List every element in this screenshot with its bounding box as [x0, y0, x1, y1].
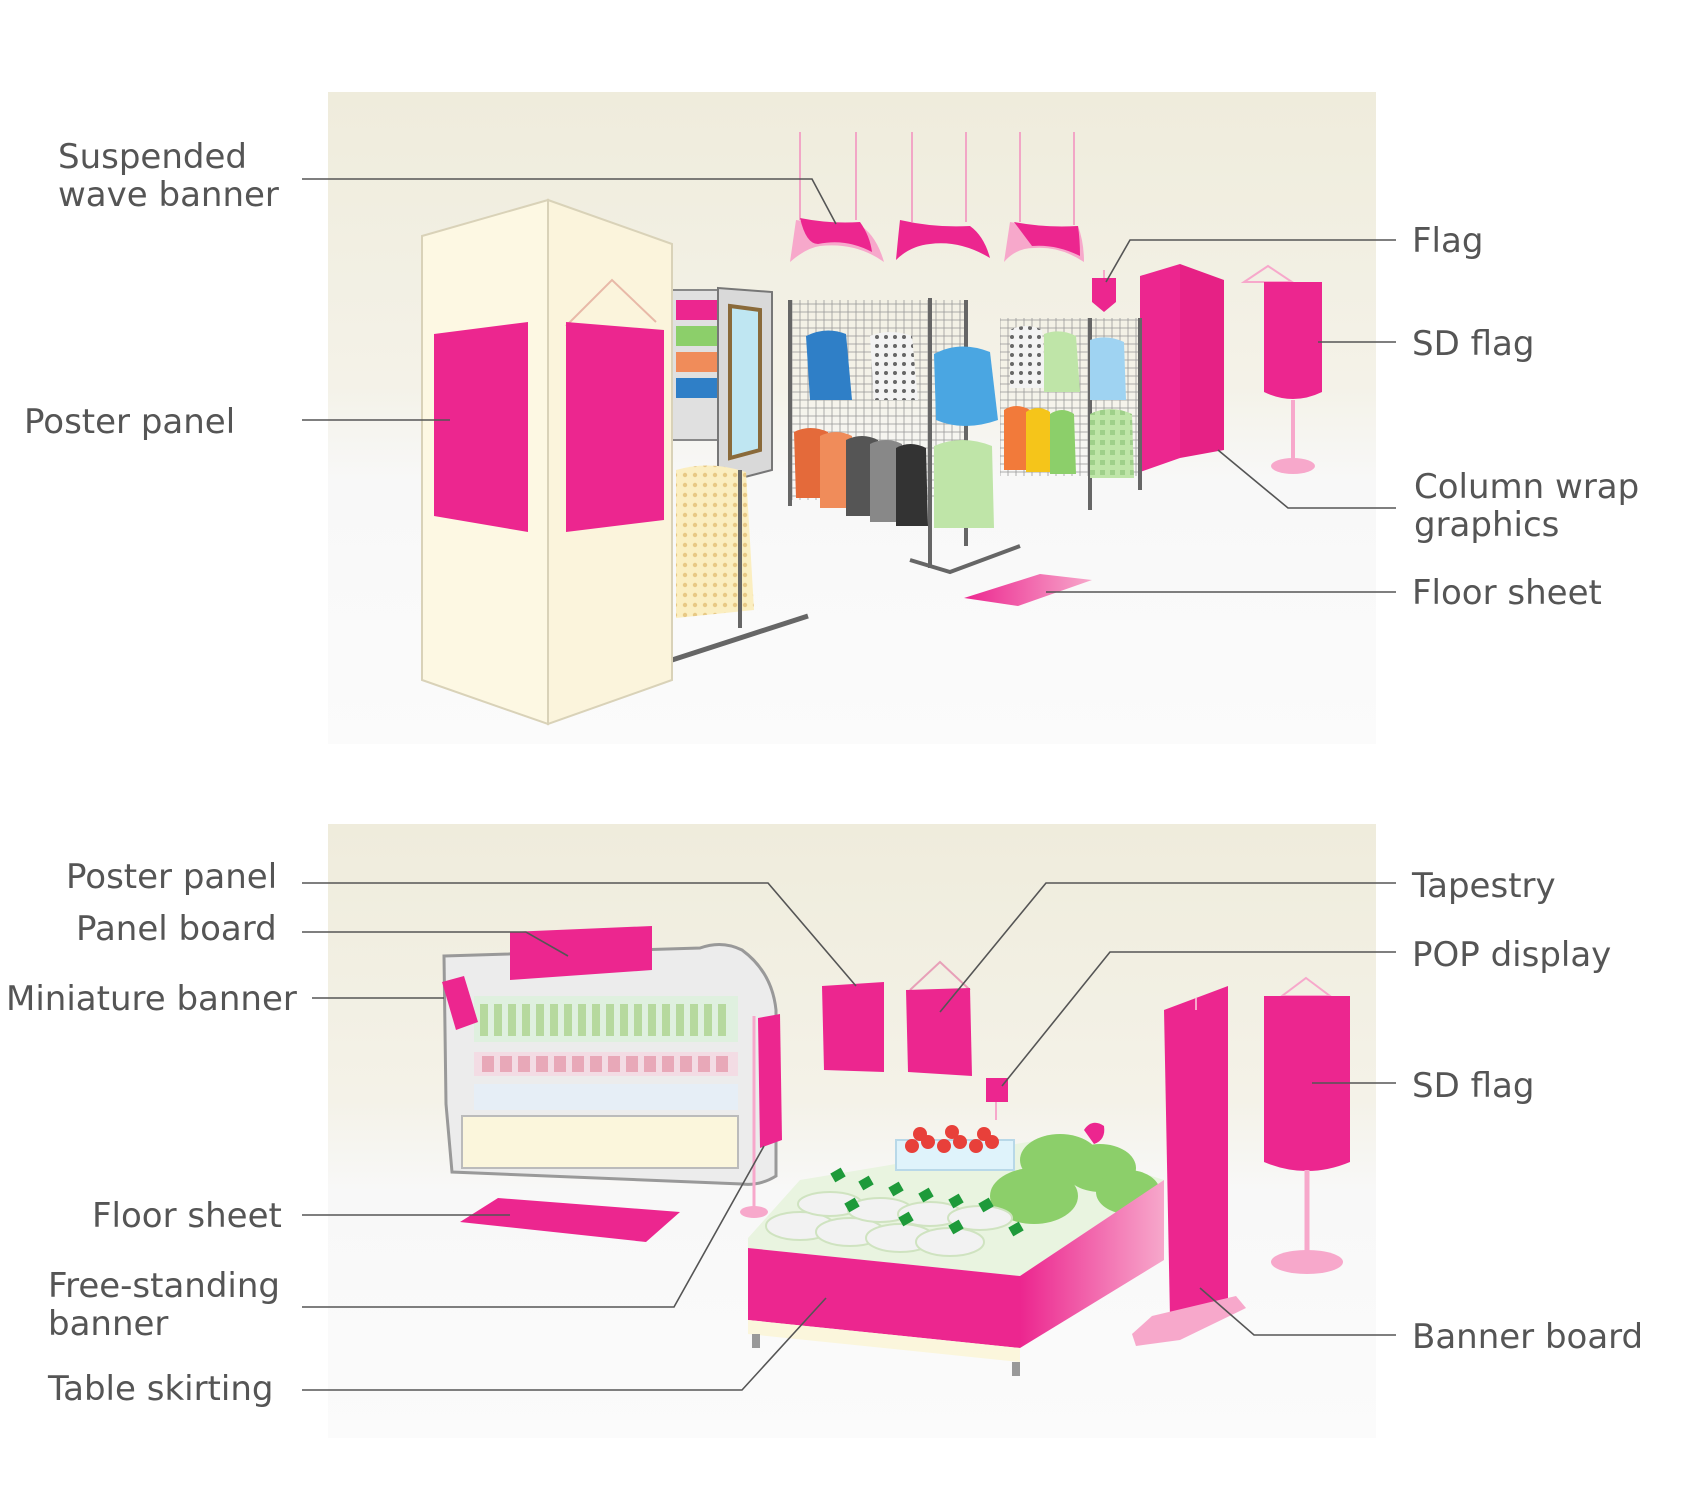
- scene-2-leader-lines: [302, 882, 1396, 1391]
- refrigerated-case: [442, 926, 778, 1186]
- label-column-wrap-graphics-line2: graphics: [1414, 505, 1559, 545]
- floor-sheet-scene2: [460, 1198, 680, 1242]
- label-poster-panel-scene2: Poster panel: [66, 857, 277, 897]
- poster-panel-column: [421, 198, 673, 726]
- shelf-mirror-unit: [671, 286, 809, 663]
- label-table-skirting: Table skirting: [47, 1369, 273, 1409]
- scene-1-illustration: [328, 92, 1376, 744]
- label-panel-board: Panel board: [76, 909, 277, 949]
- sd-flag-scene2: [1264, 976, 1350, 1274]
- tapestry: [906, 960, 972, 1076]
- label-sd-flag-scene1: SD flag: [1412, 324, 1534, 364]
- panel-board: [510, 926, 652, 980]
- produce-table: [748, 1122, 1164, 1376]
- poster-panel-scene2: [822, 982, 884, 1072]
- label-pop-display: POP display: [1412, 935, 1611, 975]
- label-free-standing-banner-line1: Free-standing: [48, 1266, 280, 1306]
- clothing-racks: [788, 298, 1142, 575]
- free-standing-banner: [740, 1014, 782, 1218]
- label-poster-panel-scene1: Poster panel: [24, 402, 235, 442]
- label-column-wrap-graphics-line1: Column wrap: [1414, 467, 1639, 507]
- table-skirting: [748, 1248, 1020, 1348]
- scene-2-illustration: [328, 824, 1376, 1438]
- floor-sheet: [964, 574, 1092, 606]
- scene-1-leader-lines: [302, 178, 1396, 593]
- label-sd-flag-scene2: SD flag: [1412, 1066, 1534, 1106]
- poster-panel-left: [434, 322, 528, 532]
- label-suspended-wave-banner-line1: Suspended: [58, 137, 247, 177]
- label-flag: Flag: [1412, 221, 1483, 261]
- label-miniature-banner: Miniature banner: [6, 979, 297, 1019]
- label-floor-sheet-scene2: Floor sheet: [92, 1196, 282, 1236]
- pop-display: [986, 1078, 1008, 1120]
- label-suspended-wave-banner-line2: wave banner: [58, 175, 279, 215]
- suspended-wave-banner: [790, 132, 1084, 262]
- flag: [1092, 270, 1116, 312]
- poster-panel-right: [566, 322, 664, 532]
- label-tapestry: Tapestry: [1411, 866, 1556, 906]
- label-floor-sheet-scene1: Floor sheet: [1412, 573, 1602, 613]
- column-wrap-graphics: [1140, 264, 1224, 472]
- label-banner-board: Banner board: [1412, 1317, 1643, 1357]
- banner-board: [1132, 986, 1246, 1346]
- sd-flag: [1240, 264, 1322, 474]
- label-free-standing-banner-line2: banner: [48, 1304, 168, 1344]
- miniature-banner: [442, 976, 478, 1030]
